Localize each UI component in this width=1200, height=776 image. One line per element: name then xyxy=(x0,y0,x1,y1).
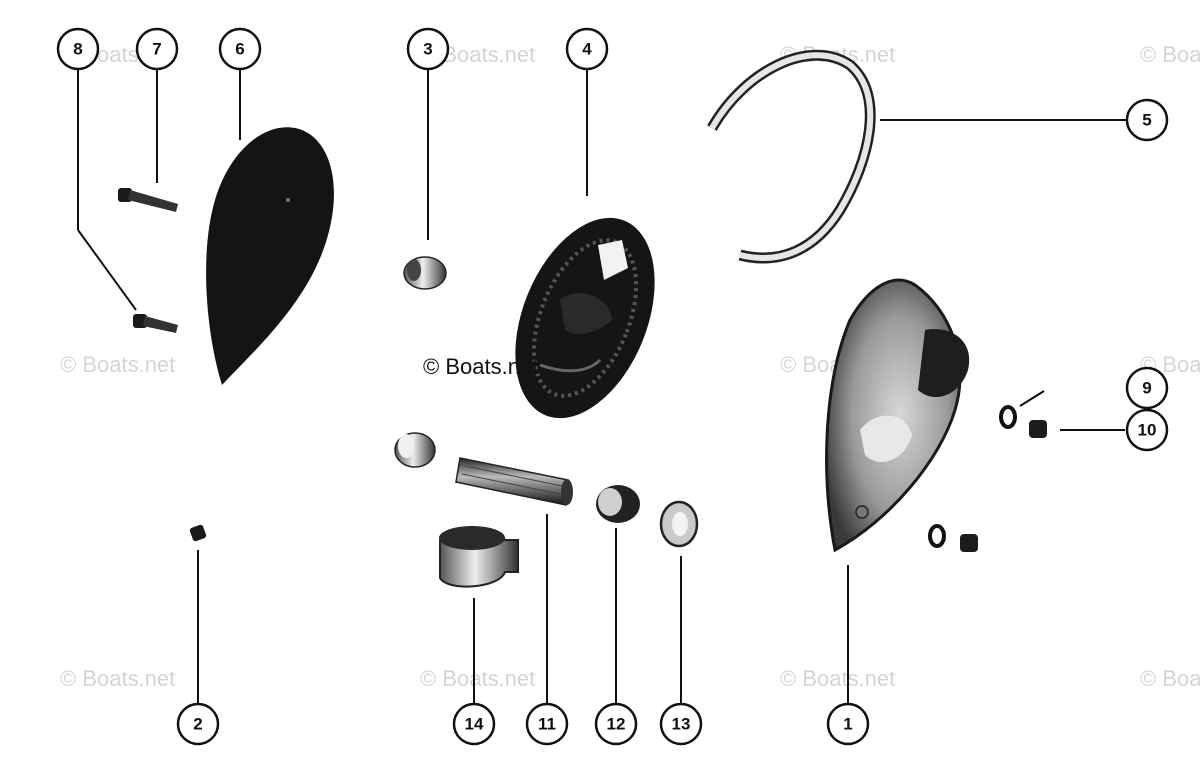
watermark: © Boats.net xyxy=(60,352,175,377)
watermark: © Boats.net xyxy=(1140,42,1200,67)
part-2-pin xyxy=(189,524,207,542)
svg-text:11: 11 xyxy=(538,715,556,734)
svg-text:10: 10 xyxy=(1138,421,1157,440)
svg-text:9: 9 xyxy=(1142,379,1151,398)
part-14-sleeve xyxy=(439,526,519,588)
callout-12: 12 xyxy=(594,702,638,746)
svg-text:14: 14 xyxy=(465,715,484,734)
part-13-washer xyxy=(659,500,699,548)
svg-text:7: 7 xyxy=(152,40,161,59)
part-3-bushing xyxy=(403,256,447,290)
watermark: © Boats.net xyxy=(60,666,175,691)
part-7-screw xyxy=(118,188,178,212)
svg-text:12: 12 xyxy=(607,715,626,734)
svg-text:8: 8 xyxy=(73,40,82,59)
callout-1: 1 xyxy=(826,702,870,746)
watermark: © Boats.net xyxy=(420,666,535,691)
part-11-shaft xyxy=(455,457,573,506)
watermark-center: © Boats.net xyxy=(423,354,538,379)
callout-6: 6 xyxy=(218,27,262,71)
callout-7: 7 xyxy=(135,27,179,71)
svg-text:3: 3 xyxy=(423,40,432,59)
callout-2: 2 xyxy=(176,702,220,746)
callout-3: 3 xyxy=(406,27,450,71)
part-8-screw xyxy=(133,314,178,333)
part-6-cover xyxy=(206,127,334,385)
svg-text:1: 1 xyxy=(843,715,852,734)
leader-lines xyxy=(77,70,1126,703)
callout-9: 9 xyxy=(1125,366,1169,410)
part-9-washer xyxy=(999,405,1017,429)
callout-10: 10 xyxy=(1125,408,1169,452)
washer-lower xyxy=(928,524,946,548)
part-10-nut xyxy=(1029,420,1047,438)
callout-13: 13 xyxy=(659,702,703,746)
callout-8: 8 xyxy=(56,27,100,71)
svg-text:2: 2 xyxy=(193,715,202,734)
part-5-ring xyxy=(707,49,876,264)
svg-text:5: 5 xyxy=(1142,111,1151,130)
svg-text:4: 4 xyxy=(582,40,592,59)
nut-lower xyxy=(960,534,978,552)
watermark: © Boats.net xyxy=(1140,666,1200,691)
watermark: © Boats.net xyxy=(780,666,895,691)
callout-4: 4 xyxy=(565,27,609,71)
callout-11: 11 xyxy=(525,702,569,746)
callout-5: 5 xyxy=(1125,98,1169,142)
part-12-bushing xyxy=(596,485,640,523)
svg-text:13: 13 xyxy=(672,715,691,734)
part-bushing-cap xyxy=(394,432,436,468)
svg-text:6: 6 xyxy=(235,40,244,59)
callout-14: 14 xyxy=(452,702,496,746)
part-1-housing xyxy=(825,278,970,553)
part-4-impeller xyxy=(515,217,655,419)
